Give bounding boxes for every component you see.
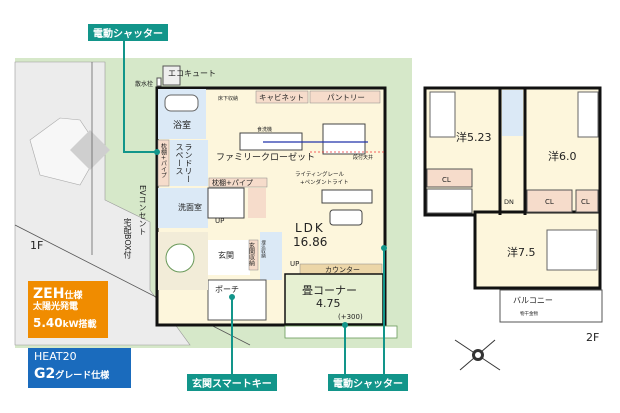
closet-2 [526,189,573,213]
label-bath: 浴室 [173,119,191,131]
bed-3 [546,229,598,271]
label-cabinet: キャビネット [259,93,304,102]
dining-table [322,123,366,155]
callout-lines [123,38,385,376]
closet-1 [426,168,473,188]
floor1-label: 1F [30,239,43,252]
zeh-suffix: 仕様 [64,291,83,301]
label-entrance: 玄関 [218,250,234,260]
solar-unit: kW搭載 [62,319,97,330]
heat-suffix: グレード仕様 [55,370,110,381]
label-dn: DN [504,198,514,206]
label-pantry: パントリー [327,93,365,102]
ev-outlet-label: EVコンセント [138,185,147,236]
compass-icon [454,339,501,371]
closet-3 [575,189,599,213]
eco-cute-unit [162,65,181,86]
toilet-room [260,232,282,280]
label-ldk-size: 16.86 [293,235,327,249]
label-lighting-rail: ライティングレール [295,170,345,178]
sofa [321,189,373,204]
label-entrance-storage: 玄関収納 [248,241,255,267]
pantry [309,90,381,104]
zeh-badge: ZEH仕様 太陽光発電 5.40kW搭載 [28,281,108,338]
heat20-badge: HEAT20 G2グレード仕様 [28,348,131,388]
label-eco-cute: エコキュート [168,69,216,78]
label-up-2: UP [290,260,299,268]
label-ldk: LDK [295,221,325,235]
solar-kw: 5.40 [33,315,63,330]
zeh-title: ZEH [33,286,65,302]
delivery-box-label: 宅配BOX付 [123,218,132,259]
label-room-3: 洋7.5 [507,245,536,259]
washroom [158,188,208,228]
stairs [207,187,245,219]
coffee-table [329,209,363,226]
label-stepped-ceiling: 段付天井 [353,154,373,161]
shelf-pipe-2 [208,177,268,188]
label-tatami: 畳コーナー [302,284,357,297]
callout-shutter-top: 電動シャッター [88,24,168,41]
bed-2 [577,91,599,138]
label-balcony: バルコニー [513,296,553,305]
porch [207,279,267,321]
hedge [284,325,398,339]
callout-shutter-bottom: 電動シャッター [328,374,408,391]
floor2-label: 2F [586,331,599,344]
callout-dots [154,149,387,328]
entrance-storage [248,239,259,271]
label-sprinkler: 散水栓 [135,80,153,88]
label-tatami-note: (+300) [338,313,363,321]
stair-storage [248,188,266,218]
label-tatami-size: 4.75 [316,297,341,310]
label-toilet-storage: 埋込収納 [261,239,266,260]
garden-tree [165,243,195,273]
shelf-pipe-1 [157,139,170,187]
paving-tile [70,130,110,170]
stairs-2f [426,188,473,214]
label-cl-2: CL [545,198,554,206]
balcony-area [499,289,603,323]
label-room-1: 洋5.23 [456,130,492,144]
label-shelf-pipe-2: 枕棚+パイプ [212,178,253,187]
callout-smart-key: 玄関スマートキー [187,374,277,391]
cabinet [255,90,309,104]
bed-1 [429,91,456,138]
label-up-1: UP [215,217,224,225]
label-shelf-pipe-1: 枕棚+パイプ [160,142,167,178]
entrance-hall [208,240,250,275]
label-cl-3: CL [581,198,590,206]
bathtub [164,94,199,112]
label-drying-hardware: 物干金物 [520,310,538,317]
label-pendant: +ペンダントライト [300,178,349,186]
sprinkler-tap [156,77,162,87]
label-family-closet: ファミリークローゼット [216,151,315,163]
label-porch: ポーチ [215,285,239,294]
heat-grade: G2 [34,365,56,382]
laundry-room [170,140,208,186]
label-washroom: 洗面室 [178,202,202,212]
label-counter: カウンター [325,265,360,274]
label-laundry: ランドリースペース [175,143,193,183]
heat-line1: HEAT20 [34,350,77,363]
solar-text: 太陽光発電 [33,302,79,313]
label-underfloor: 床下収納 [218,95,238,102]
toilet-2f [502,90,523,136]
label-cl-1: CL [442,176,451,184]
label-dishwasher: 食洗機 [257,126,272,133]
label-room-2: 洋6.0 [548,149,577,163]
